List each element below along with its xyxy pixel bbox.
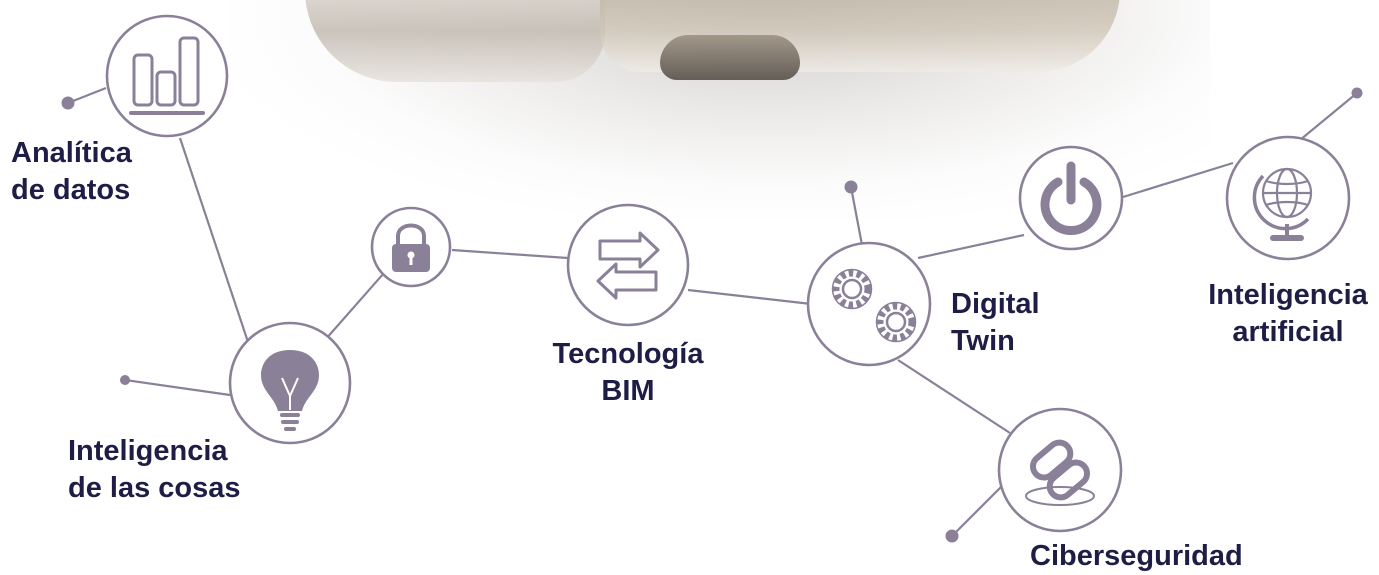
arrows-exchange-icon (596, 231, 660, 300)
connector-lines (67, 86, 1358, 537)
chain-link-icon (1025, 439, 1095, 506)
label-digital-twin: Digital Twin (951, 286, 1040, 360)
label-line: Analítica (11, 137, 132, 169)
label-line: BIM (601, 375, 655, 407)
bar-chart-icon (129, 36, 205, 115)
power-icon (1040, 161, 1102, 235)
gears-icon (831, 268, 917, 343)
label-line: de las cosas (68, 472, 241, 504)
label-line: artificial (1232, 316, 1344, 348)
label-inteligencia-de-las-cosas: Inteligencia de las cosas (68, 433, 241, 507)
label-ciberseguridad: Ciberseguridad (1030, 538, 1243, 575)
label-tecnologia-bim: Tecnología BIM (533, 336, 723, 410)
lightbulb-icon (261, 350, 319, 431)
label-line: Twin (951, 325, 1015, 357)
animal-paw (660, 35, 800, 80)
lock-icon (392, 223, 430, 272)
label-line: Digital (951, 288, 1040, 320)
label-inteligencia-artificial: Inteligencia artificial (1198, 277, 1378, 351)
globe-icon (1252, 167, 1313, 241)
animal-fur-left (305, 0, 605, 82)
label-line: Tecnología (552, 338, 704, 370)
label-analitica-de-datos: Analítica de datos (11, 135, 132, 209)
label-line: de datos (11, 174, 131, 206)
label-line: Inteligencia (1208, 279, 1368, 311)
label-line: Ciberseguridad (1030, 540, 1243, 572)
endpoint-dots (61, 87, 1363, 543)
node-circles (105, 14, 1351, 533)
label-line: Inteligencia (68, 435, 228, 467)
